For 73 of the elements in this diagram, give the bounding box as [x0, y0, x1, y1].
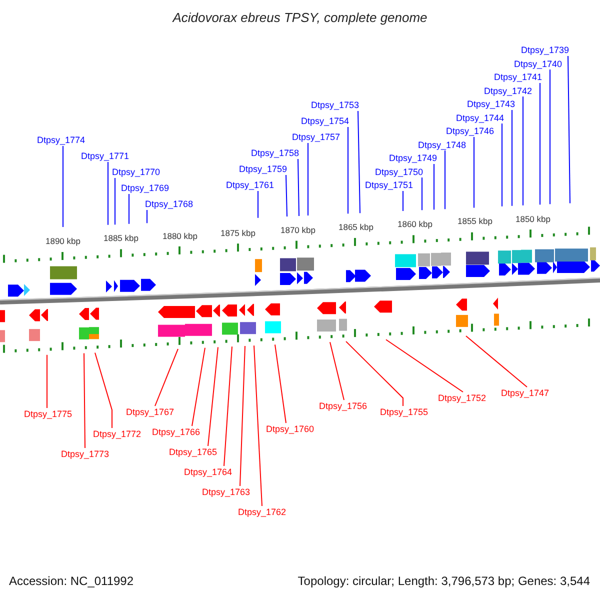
gene-label: Dtpsy_1757 [291, 131, 341, 143]
gene-label: Dtpsy_1740 [513, 58, 563, 70]
leader-line [330, 342, 344, 400]
scale-label: 1885 kbp [102, 233, 140, 243]
leader-line [358, 110, 360, 214]
gene-label: Dtpsy_1772 [92, 428, 142, 440]
gene-label: Dtpsy_1759 [238, 163, 288, 175]
leader-line [568, 56, 570, 204]
gene-label: Dtpsy_1750 [374, 166, 424, 178]
leader-line [94, 352, 112, 428]
leader-line [154, 348, 178, 406]
leader-line [84, 352, 86, 448]
gene-label: Dtpsy_1739 [520, 44, 570, 56]
leader-line [146, 210, 148, 224]
gene-label: Dtpsy_1756 [318, 400, 368, 412]
leader-line [254, 345, 262, 506]
scale-label: 1890 kbp [44, 236, 82, 246]
leader-line [346, 340, 404, 406]
leader-line [128, 194, 130, 224]
gene-label: Dtpsy_1765 [168, 446, 218, 458]
gene-label: Dtpsy_1775 [23, 408, 73, 420]
diagram-title: Acidovorax ebreus TPSY, complete genome [171, 10, 428, 25]
scale-label: 1855 kbp [456, 216, 494, 226]
leader-line [192, 347, 206, 426]
leader-line [224, 346, 232, 466]
gene-label: Dtpsy_1761 [225, 179, 275, 191]
gene-label: Dtpsy_1746 [445, 125, 495, 137]
scale-label: 1870 kbp [280, 225, 316, 235]
gene-label: Dtpsy_1742 [483, 84, 533, 96]
scale-label: 1860 kbp [396, 219, 434, 229]
gene-label: Dtpsy_1741 [493, 71, 543, 83]
leader-line [274, 344, 286, 424]
accession-note: Accession: NC_011992 [9, 574, 134, 588]
leader-line [46, 354, 48, 408]
gene-label: Dtpsy_1743 [466, 98, 516, 110]
gene-label: Dtpsy_1753 [310, 99, 360, 111]
genome-summary: Topology: circular; Length: 3,796,573 bp; Genes: 3,544 [298, 574, 590, 588]
leader-line [62, 146, 64, 228]
leader-line [402, 190, 404, 212]
leader-line [114, 178, 116, 226]
gene-label: Dtpsy_1773 [60, 448, 110, 460]
gene-label: Dtpsy_1770 [111, 166, 161, 178]
gene-label: Dtpsy_1769 [120, 182, 170, 194]
gene-label: Dtpsy_1774 [36, 134, 86, 146]
gene-label: Dtpsy_1749 [388, 152, 438, 164]
leader-line [466, 336, 528, 388]
scale-label: 1875 kbp [220, 228, 256, 238]
gene-label: Dtpsy_1771 [80, 150, 130, 162]
gene-label: Dtpsy_1754 [300, 115, 350, 127]
gene-label: Dtpsy_1760 [265, 423, 315, 435]
leader-line [286, 174, 288, 217]
gene-label: Dtpsy_1744 [455, 112, 505, 124]
gene-label: Dtpsy_1755 [379, 406, 429, 418]
leader-line [444, 150, 446, 210]
leader-line [522, 96, 524, 206]
scale-label: 1880 kbp [162, 231, 198, 241]
gene-label: Dtpsy_1766 [151, 426, 201, 438]
gene-label: Dtpsy_1763 [201, 486, 251, 498]
leader-line [386, 339, 464, 392]
scale-label: 1865 kbp [338, 222, 374, 232]
leader-line [298, 158, 300, 216]
leader-line [208, 346, 218, 446]
gene-label: Dtpsy_1751 [364, 179, 414, 191]
gene-label: Dtpsy_1752 [437, 392, 487, 404]
gene-label: Dtpsy_1764 [183, 466, 233, 478]
leader-line [240, 345, 246, 486]
scale-label: 1850 kbp [514, 214, 552, 224]
gene-label: Dtpsy_1768 [144, 198, 194, 210]
gene-label: Dtpsy_1748 [417, 138, 467, 150]
gene-label: Dtpsy_1747 [500, 387, 550, 399]
gene-label: Dtpsy_1758 [250, 147, 300, 159]
gene-label: Dtpsy_1767 [125, 406, 175, 418]
gene-label: Dtpsy_1762 [237, 506, 287, 518]
